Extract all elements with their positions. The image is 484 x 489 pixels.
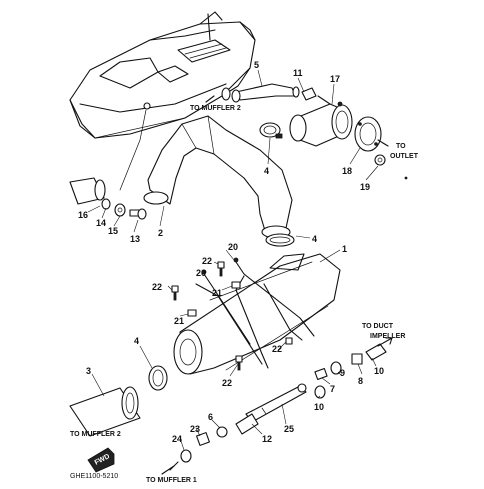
small-clamp-top: [221, 87, 231, 101]
hose-fitting: [143, 102, 151, 110]
callout-8: 8: [358, 376, 363, 386]
muffler-1: [173, 253, 341, 375]
bolt-21-b: [231, 281, 241, 289]
note-to-duct-line2: IMPELLER: [370, 333, 405, 340]
callout-7: 7: [330, 384, 335, 394]
bolt-22-d: [285, 337, 293, 345]
clip-6: [216, 426, 228, 438]
callout-10-lower: 10: [314, 402, 324, 412]
hose-10-right: [365, 343, 387, 361]
fitting-7: [314, 367, 328, 381]
callout-20-upper: 20: [228, 242, 238, 252]
callout-25: 25: [284, 424, 294, 434]
callout-23: 23: [190, 424, 200, 434]
destination-notes: TO MUFFLER 2 TO OUTLET TO DUCT IMPELLER …: [70, 105, 419, 484]
clamp-24: [169, 449, 192, 471]
hose-end-left: [69, 177, 106, 205]
hose-5: [231, 83, 300, 103]
arrow-to-duct: [377, 337, 393, 347]
bolt-22-b: [217, 261, 225, 277]
callout-17: 17: [330, 74, 340, 84]
note-to-outlet-line2: OUTLET: [390, 153, 419, 160]
callout-3: 3: [86, 366, 91, 376]
callout-11: 11: [293, 68, 303, 78]
callout-numbers: 1 2 3 4 4 4 5 6 7 8 9 10 10 11 12 13 14 …: [78, 60, 384, 444]
callout-24: 24: [172, 434, 182, 444]
callout-4-middle: 4: [312, 234, 317, 244]
bolt-19: [374, 154, 386, 166]
callout-5: 5: [254, 60, 259, 70]
arrow-to-muffler-1: [161, 465, 175, 475]
nut-8: [351, 353, 363, 365]
arrow-to-outlet: [377, 139, 389, 147]
callout-19: 19: [360, 182, 370, 192]
note-to-muffler-1: TO MUFFLER 1: [146, 477, 197, 484]
fitting-23: [196, 432, 210, 446]
hose-12: [235, 413, 259, 435]
bolt-22-c: [235, 355, 243, 371]
gasket-18: [354, 116, 382, 152]
water-hose-line: [119, 109, 147, 191]
clip-11: [301, 87, 317, 101]
hose-10-lower: [314, 385, 326, 399]
callout-20-lower: 20: [196, 268, 206, 278]
callout-13: 13: [130, 234, 140, 244]
callout-22-left: 22: [152, 282, 162, 292]
pipe-25: [245, 383, 307, 423]
bolt-22-a: [171, 285, 179, 301]
callout-22-top: 22: [202, 256, 212, 266]
washer-15: [114, 203, 126, 217]
outlet-fitting-17: [289, 95, 353, 147]
callout-21-left: 21: [174, 316, 184, 326]
hose-clamp-4-upper: [259, 122, 283, 139]
diagram-code: GHE1100-5210: [70, 473, 118, 480]
hose-clamp-4-lower: [148, 365, 168, 391]
washer-14: [101, 198, 111, 210]
callout-22-bottom: 22: [222, 378, 232, 388]
callout-22-right: 22: [272, 344, 282, 354]
callout-14: 14: [96, 218, 106, 228]
leader-lines: [87, 69, 379, 451]
callout-4-lower: 4: [134, 336, 139, 346]
note-to-muffler-2-top: TO MUFFLER 2: [190, 105, 241, 112]
callout-18: 18: [342, 166, 352, 176]
hose-clamp-4-middle: [265, 233, 295, 247]
callout-10-right: 10: [374, 366, 384, 376]
note-to-outlet-line1: TO: [396, 143, 406, 150]
note-to-duct-line1: TO DUCT: [362, 323, 394, 330]
callout-2: 2: [158, 228, 163, 238]
note-to-muffler-2-bottom: TO MUFFLER 2: [70, 431, 121, 438]
callout-21-right: 21: [212, 288, 222, 298]
callout-6: 6: [208, 412, 213, 422]
callout-4-upper: 4: [264, 166, 269, 176]
arrow-to-muffler-2: [205, 95, 215, 103]
callout-15: 15: [108, 226, 118, 236]
callout-16: 16: [78, 210, 88, 220]
fwd-arrow-badge: FWD: [87, 447, 115, 473]
bolt-13: [129, 208, 147, 220]
watercraft-illustration: [69, 11, 256, 139]
washer-9: [330, 361, 342, 375]
bolt-21-a: [187, 309, 197, 317]
callout-9: 9: [340, 368, 345, 378]
hose-3: [69, 386, 141, 437]
speck-mark: [404, 176, 408, 180]
callout-12: 12: [262, 434, 272, 444]
callout-1: 1: [342, 244, 347, 254]
